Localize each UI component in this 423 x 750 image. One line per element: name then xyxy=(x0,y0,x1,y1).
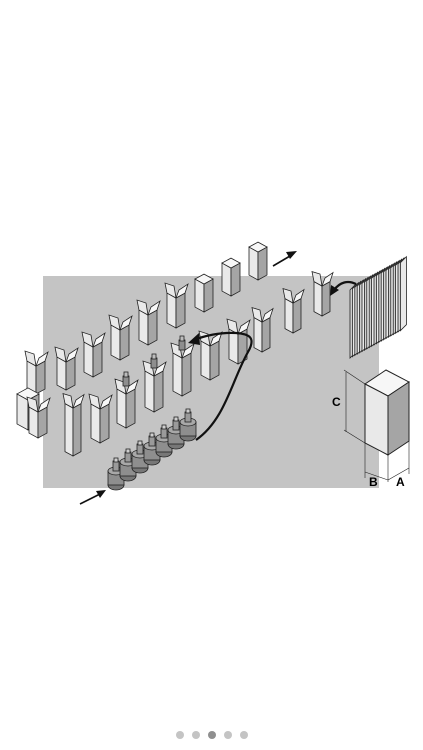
flat-carton-stack xyxy=(349,255,407,359)
carton-back-row xyxy=(54,346,79,391)
page-indicator xyxy=(0,731,423,739)
bottle-infeed-arrow xyxy=(79,490,106,505)
carton-back-row xyxy=(221,257,241,297)
carton-back-row xyxy=(248,241,268,281)
bottle-transfer-arrow xyxy=(188,331,253,441)
bottle-in-carton xyxy=(178,335,186,351)
bottle-conveyor xyxy=(107,408,197,491)
dimension-label-width: A xyxy=(396,475,405,489)
carton-finished xyxy=(26,396,51,439)
page-dot[interactable] xyxy=(175,731,184,739)
carton-erecting xyxy=(282,288,305,334)
carton-outfeed-arrow xyxy=(272,251,297,267)
carton-filling-row xyxy=(198,330,223,381)
carton-back-row xyxy=(81,331,106,378)
carton-filling-row xyxy=(170,335,195,397)
carton-rows xyxy=(16,241,334,457)
dimension-label-depth: B xyxy=(369,475,378,489)
carton-tall-open xyxy=(62,393,85,457)
carton-erecting xyxy=(251,307,274,353)
carton-filling-row xyxy=(114,371,139,429)
page-dot[interactable] xyxy=(239,731,248,739)
page-dot[interactable] xyxy=(207,731,216,739)
carton-back-row xyxy=(24,350,49,395)
page-dot[interactable] xyxy=(191,731,200,739)
carton-filling-row xyxy=(88,393,113,444)
carton-filling-row xyxy=(226,318,251,365)
dimension-label-height: C xyxy=(332,395,341,409)
bottle-in-carton xyxy=(122,371,130,387)
carton-back-row xyxy=(164,282,189,329)
carton-dimension-diagram xyxy=(343,369,410,482)
bottle xyxy=(107,457,125,491)
carton-back-row xyxy=(136,299,161,346)
carton-back-row xyxy=(194,273,214,313)
carton-erecting xyxy=(311,271,334,317)
bottle-in-carton xyxy=(150,353,158,369)
blank-feed-arrow xyxy=(330,280,357,296)
page-dot[interactable] xyxy=(223,731,232,739)
bottle xyxy=(179,408,197,442)
carton-filling-row xyxy=(142,353,167,413)
carton-back-row xyxy=(108,314,133,361)
